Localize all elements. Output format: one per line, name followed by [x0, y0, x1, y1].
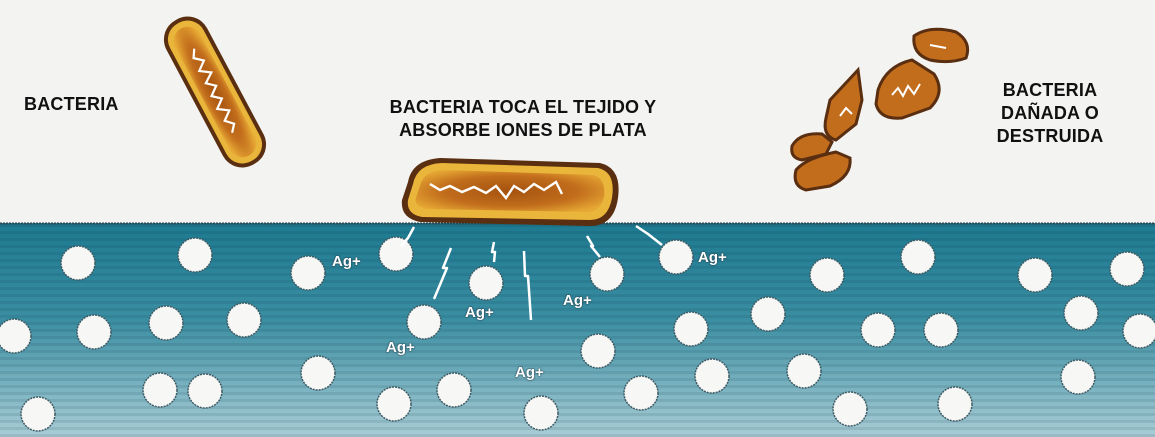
silver-ion-circle [376, 386, 412, 422]
silver-ion-circle [76, 314, 112, 350]
silver-ion-circle [468, 265, 504, 301]
silver-ion-circle [860, 312, 896, 348]
label-bacteria: BACTERIA [24, 94, 119, 114]
silver-ion-circle [900, 239, 936, 275]
silver-ion-circle [187, 373, 223, 409]
silver-ion-circle [1063, 295, 1099, 331]
silver-ion-circle [809, 257, 845, 293]
lightning-icon [585, 235, 601, 258]
destroyed-bacteria-icon [790, 27, 970, 192]
silver-ion-circle [589, 256, 625, 292]
silver-ion-circle [673, 311, 709, 347]
silver-ion-circle [142, 372, 178, 408]
label-line: DESTRUIDA [996, 126, 1104, 146]
silver-ion-circle [658, 239, 694, 275]
silver-ion-circle [177, 237, 213, 273]
silver-ion-circle [623, 375, 659, 411]
label-line: ABSORBE IONES DE PLATA [399, 120, 647, 140]
silver-ion-circle [923, 312, 959, 348]
silver-ion-circle [148, 305, 184, 341]
ion-label-ag: Ag+ [386, 339, 415, 356]
ion-label-ag: Ag+ [332, 253, 361, 270]
silver-ion-circle [60, 245, 96, 281]
bacteria-icon [163, 16, 267, 168]
ion-label-ag: Ag+ [465, 304, 494, 321]
bacteria-touching-tissue-icon [401, 158, 619, 226]
lightning-icon [522, 250, 533, 321]
ion-flow-lines [400, 224, 663, 321]
ion-label-ag: Ag+ [515, 364, 544, 381]
ion-label-ag: Ag+ [698, 249, 727, 266]
silver-ion-circle [20, 396, 56, 432]
silver-ion-circle [580, 333, 616, 369]
label-line: BACTERIA TOCA EL TEJIDO Y [389, 97, 657, 117]
label-bacteria-damaged: BACTERIA DAÑADA O DESTRUIDA [985, 79, 1115, 148]
lightning-icon [432, 247, 453, 300]
silver-ion-circle [226, 302, 262, 338]
ion-path-icon [635, 224, 663, 246]
silver-ion-circle [0, 318, 32, 354]
silver-ion-circle [378, 236, 414, 272]
ion-path-icon [400, 226, 416, 247]
lightning-icon [490, 241, 497, 263]
silver-ion-circle [406, 304, 442, 340]
silver-ion-circle [1109, 251, 1145, 287]
silver-ion-circle [300, 355, 336, 391]
silver-ion-circle [750, 296, 786, 332]
silver-ion-circle [1122, 313, 1155, 349]
label-bacteria-touches-tissue: BACTERIA TOCA EL TEJIDO Y ABSORBE IONES … [353, 96, 693, 142]
ion-label-ag: Ag+ [563, 292, 592, 309]
silver-ion-circle [523, 395, 559, 431]
silver-ion-circle [832, 391, 868, 427]
silver-ion-circle [694, 358, 730, 394]
label-line: DAÑADA O [1001, 103, 1099, 123]
label-line: BACTERIA [1002, 80, 1098, 100]
silver-ion-circle [290, 255, 326, 291]
silver-ion-circle [1017, 257, 1053, 293]
silver-ion-circle [937, 386, 973, 422]
silver-ion-circle [436, 372, 472, 408]
silver-ion-group [0, 236, 1155, 432]
silver-ion-circle [786, 353, 822, 389]
silver-ion-circle [1060, 359, 1096, 395]
